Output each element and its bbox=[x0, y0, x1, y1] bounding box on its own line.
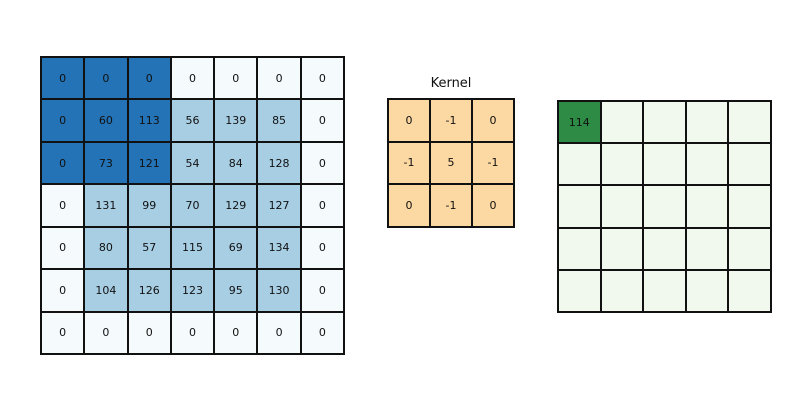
input-cell: 121 bbox=[127, 141, 171, 185]
output-cell bbox=[600, 185, 644, 228]
kernel-cell: 0 bbox=[388, 99, 430, 142]
kernel-cell: 0 bbox=[472, 184, 514, 227]
output-cell bbox=[728, 185, 771, 228]
input-cell: 0 bbox=[214, 311, 258, 354]
input-cell: 0 bbox=[300, 184, 344, 227]
input-cell: 139 bbox=[214, 99, 258, 142]
input-cell: 0 bbox=[41, 311, 85, 354]
input-cell: 113 bbox=[127, 99, 171, 142]
input-cell: 0 bbox=[170, 311, 215, 354]
input-cell: 60 bbox=[84, 99, 128, 142]
input-cell: 54 bbox=[170, 141, 215, 185]
input-cell: 0 bbox=[84, 57, 128, 100]
input-cell: 56 bbox=[170, 99, 215, 142]
input-cell: 70 bbox=[170, 184, 215, 227]
output-cell bbox=[643, 101, 686, 144]
input-cell: 0 bbox=[41, 184, 85, 227]
input-cell: 0 bbox=[41, 57, 85, 100]
output-cell bbox=[728, 269, 771, 312]
input-cell: 104 bbox=[84, 269, 128, 312]
input-cell: 0 bbox=[300, 141, 344, 185]
kernel-cell: -1 bbox=[430, 99, 472, 142]
input-cell: 0 bbox=[41, 141, 85, 185]
output-cell bbox=[685, 143, 729, 186]
input-cell: 73 bbox=[84, 141, 128, 185]
kernel-cell: -1 bbox=[388, 141, 430, 185]
input-cell: 0 bbox=[300, 99, 344, 142]
output-cell bbox=[643, 269, 686, 312]
input-cell: 0 bbox=[300, 311, 344, 354]
output-cell bbox=[643, 227, 686, 270]
input-cell: 57 bbox=[127, 226, 171, 270]
input-cell: 129 bbox=[214, 184, 258, 227]
output-cell bbox=[558, 143, 601, 186]
input-cell: 0 bbox=[84, 311, 128, 354]
input-cell: 0 bbox=[170, 57, 215, 100]
kernel-cell: 0 bbox=[472, 99, 514, 142]
input-cell: 0 bbox=[300, 269, 344, 312]
input-cell: 80 bbox=[84, 226, 128, 270]
output-cell bbox=[643, 143, 686, 186]
input-cell: 128 bbox=[257, 141, 301, 185]
input-cell: 130 bbox=[257, 269, 301, 312]
output-cell bbox=[685, 227, 729, 270]
input-cell: 0 bbox=[41, 226, 85, 270]
output-cell bbox=[558, 185, 601, 228]
input-cell: 0 bbox=[257, 311, 301, 354]
output-cell bbox=[728, 101, 771, 144]
output-matrix: 114 bbox=[557, 100, 772, 313]
input-cell: 0 bbox=[214, 57, 258, 100]
output-cell: 114 bbox=[558, 101, 601, 144]
kernel-cell: 0 bbox=[388, 184, 430, 227]
input-cell: 69 bbox=[214, 226, 258, 270]
output-cell bbox=[728, 143, 771, 186]
input-cell: 115 bbox=[170, 226, 215, 270]
input-cell: 0 bbox=[300, 57, 344, 100]
output-cell bbox=[685, 185, 729, 228]
input-cell: 85 bbox=[257, 99, 301, 142]
output-cell bbox=[600, 269, 644, 312]
kernel-cell: 5 bbox=[430, 141, 472, 185]
input-cell: 126 bbox=[127, 269, 171, 312]
input-cell: 0 bbox=[257, 57, 301, 100]
output-cell bbox=[685, 101, 729, 144]
output-cell bbox=[685, 269, 729, 312]
input-cell: 0 bbox=[41, 269, 85, 312]
output-cell bbox=[600, 143, 644, 186]
output-cell bbox=[558, 227, 601, 270]
kernel-title: Kernel bbox=[430, 76, 472, 91]
output-cell bbox=[558, 269, 601, 312]
input-cell: 131 bbox=[84, 184, 128, 227]
input-cell: 99 bbox=[127, 184, 171, 227]
output-cell bbox=[728, 227, 771, 270]
input-cell: 123 bbox=[170, 269, 215, 312]
input-cell: 134 bbox=[257, 226, 301, 270]
output-cell bbox=[600, 101, 644, 144]
kernel-cell: -1 bbox=[472, 141, 514, 185]
kernel-cell: -1 bbox=[430, 184, 472, 227]
input-cell: 0 bbox=[300, 226, 344, 270]
output-cell bbox=[600, 227, 644, 270]
input-cell: 127 bbox=[257, 184, 301, 227]
input-cell: 84 bbox=[214, 141, 258, 185]
input-cell: 0 bbox=[41, 99, 85, 142]
input-cell: 0 bbox=[127, 57, 171, 100]
output-cell bbox=[643, 185, 686, 228]
input-cell: 0 bbox=[127, 311, 171, 354]
input-cell: 95 bbox=[214, 269, 258, 312]
